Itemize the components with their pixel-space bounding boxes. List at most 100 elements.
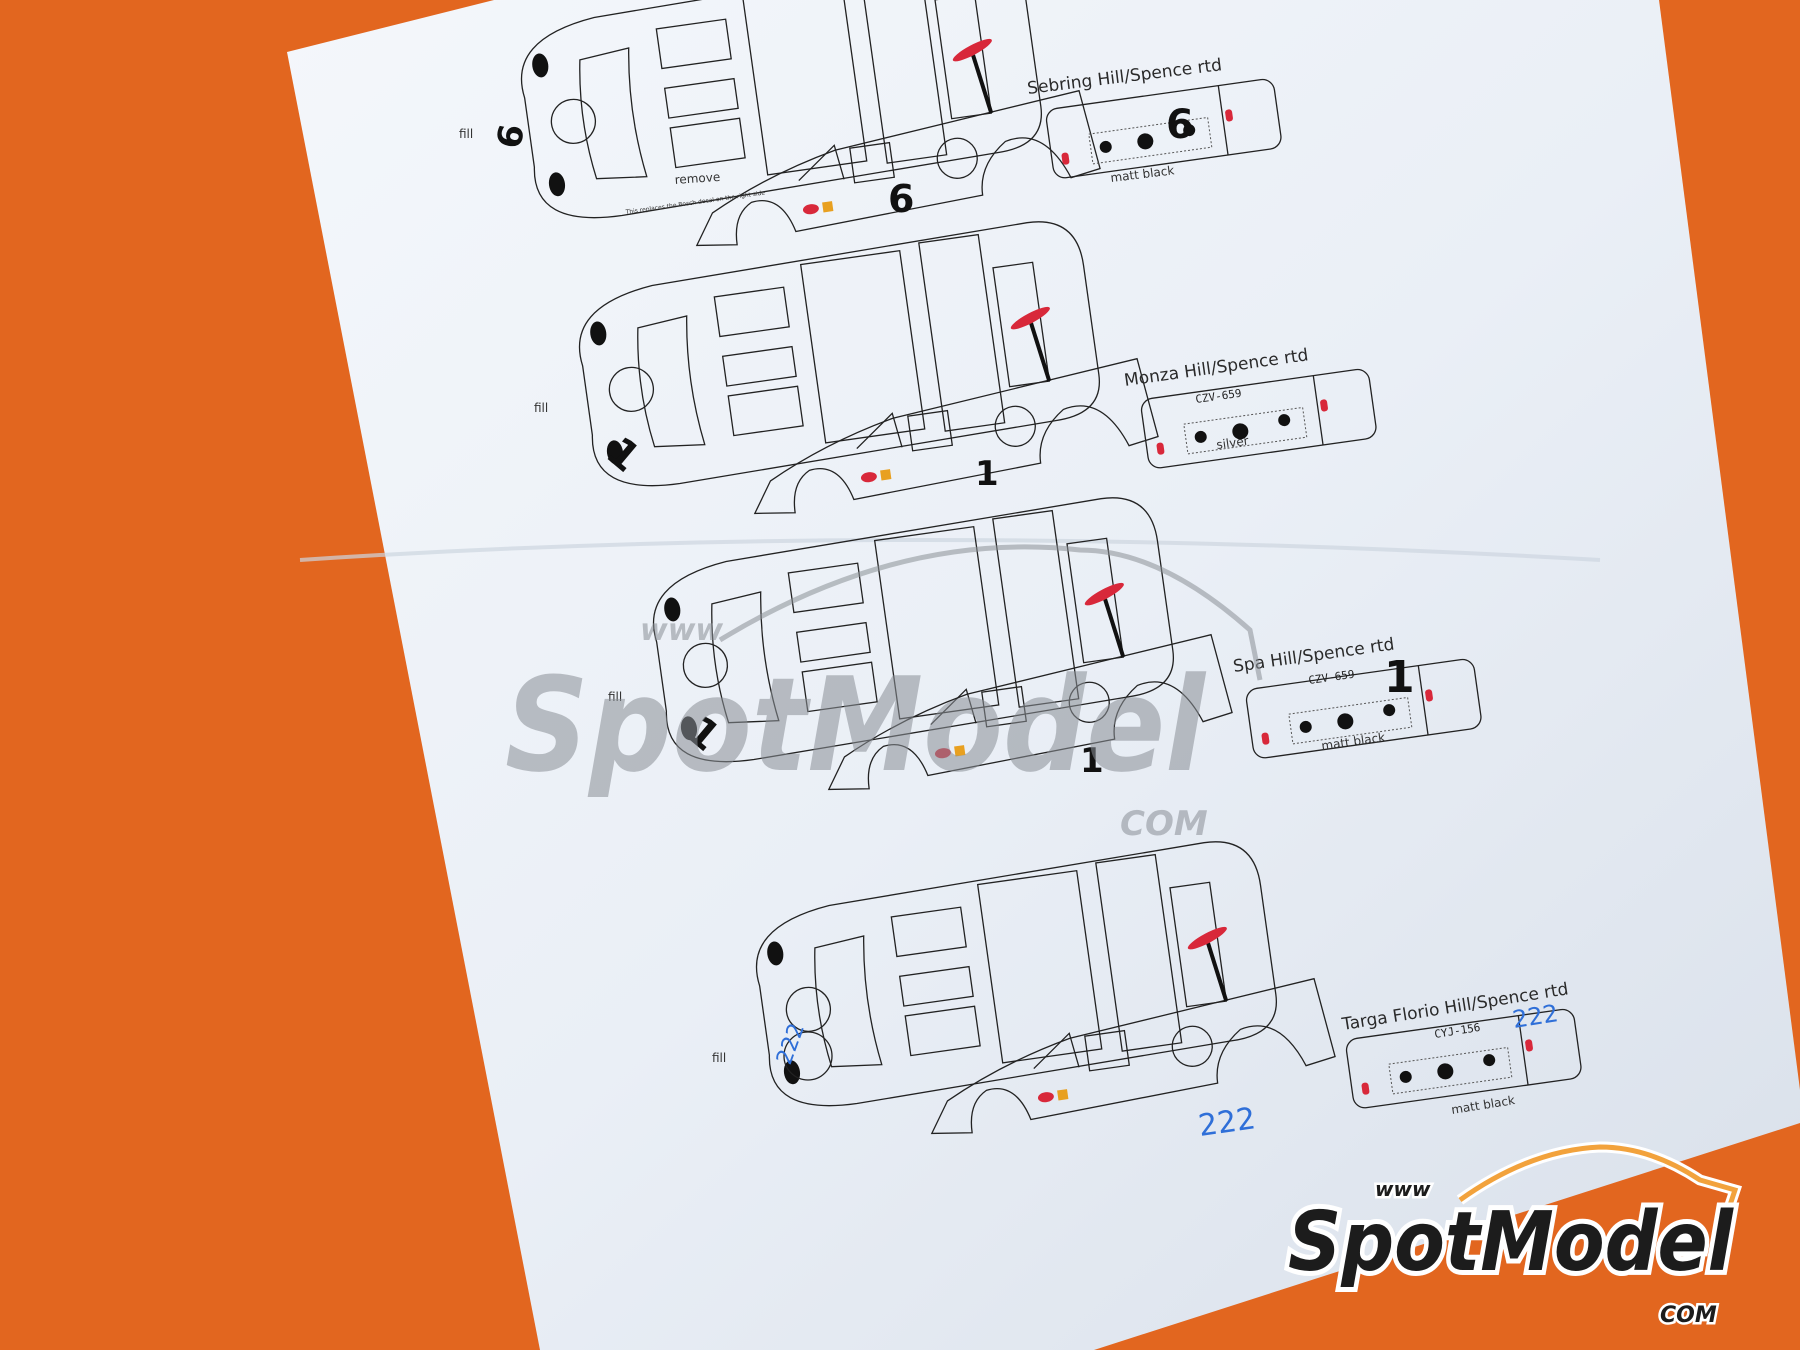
tail-light	[1425, 689, 1433, 702]
number-roundel	[783, 1031, 833, 1081]
wing-strut	[1029, 322, 1052, 382]
side-roundel	[936, 137, 978, 179]
panel-outline	[663, 77, 739, 119]
rear-light	[1299, 720, 1312, 733]
side-roundel	[994, 405, 1036, 447]
tail-light	[1261, 732, 1270, 745]
side-view-outline	[930, 977, 1336, 1135]
car-number-side: 222	[1196, 1101, 1258, 1144]
tail-light	[1320, 399, 1328, 412]
license-plate: CZV-659	[1308, 668, 1356, 687]
panel-outline	[799, 249, 926, 444]
plate-label: silver	[1215, 434, 1249, 452]
panel-outline	[713, 286, 790, 338]
rear-grille	[1288, 696, 1413, 745]
rear-grille	[1088, 116, 1213, 165]
remove-label: remove	[674, 170, 720, 187]
car-number-plate: 6	[1166, 102, 1194, 148]
side-roundel	[1171, 1025, 1213, 1067]
rear-light	[1483, 1054, 1496, 1067]
rear-outline	[1045, 78, 1282, 179]
watermark-prefix: www	[640, 613, 723, 648]
side-roundel	[1068, 681, 1110, 723]
rear-view	[1245, 658, 1482, 759]
top-view-outline	[520, 0, 1043, 219]
rear-light	[1232, 423, 1249, 440]
car-drawing	[652, 497, 1233, 791]
panel-outline	[721, 345, 797, 387]
number-roundel	[550, 98, 597, 145]
rear-outline	[1345, 1008, 1582, 1109]
tail-light	[1361, 1082, 1370, 1095]
wing	[1187, 926, 1227, 950]
car-number-side: 1	[975, 454, 999, 494]
panel-outline	[787, 562, 864, 614]
headlight	[548, 172, 566, 197]
side-hatch	[849, 141, 896, 184]
panel-outline	[727, 385, 804, 437]
fill-label: fill	[459, 127, 473, 141]
headlight	[532, 53, 549, 78]
number-roundel	[608, 366, 655, 413]
sponsor-decal	[1037, 1092, 1054, 1103]
rear-outline	[1140, 368, 1377, 469]
side-window	[856, 412, 903, 450]
panel-outline	[898, 965, 974, 1007]
top-view-outline	[578, 221, 1101, 487]
wing	[1084, 582, 1124, 606]
side-window	[1033, 1032, 1080, 1070]
panel-outline	[1095, 853, 1183, 1052]
panel-outline	[873, 525, 1000, 720]
rear-outline	[1245, 658, 1482, 759]
tail-light	[1061, 152, 1070, 165]
rear-light	[1383, 704, 1396, 717]
number-roundel	[785, 986, 832, 1033]
rear-light	[1137, 133, 1154, 150]
headlight	[606, 440, 624, 465]
tail-light	[1156, 442, 1165, 455]
side-window	[798, 144, 845, 182]
panel-outline	[801, 661, 878, 713]
panel-outline	[741, 0, 868, 176]
side-hatch	[981, 685, 1028, 728]
rear-divider	[1312, 375, 1324, 446]
wing	[1010, 306, 1050, 330]
fill-label: fill	[608, 690, 622, 704]
headlight	[767, 941, 784, 966]
side-view	[695, 38, 1101, 247]
tail-light	[1225, 109, 1233, 122]
rear-light	[1194, 430, 1207, 443]
headlight	[590, 321, 607, 346]
sponsor-decal	[802, 204, 819, 215]
side-hatch	[907, 409, 954, 452]
fill-label: fill	[534, 401, 548, 415]
panel-outline	[918, 233, 1006, 432]
tail-light	[1525, 1039, 1533, 1052]
car-number-side: 1	[1080, 741, 1104, 781]
watermark: SpotModel www COM	[505, 544, 1263, 844]
logo-text: SpotModel	[1288, 1195, 1735, 1290]
side-window	[930, 688, 977, 726]
headlight	[783, 1060, 801, 1085]
rear-grille	[1183, 406, 1308, 455]
logo-suffix: COM	[1660, 1303, 1717, 1328]
wing-strut	[971, 54, 994, 114]
car-drawing	[578, 221, 1159, 515]
car-number-side: 6	[888, 177, 914, 221]
side-view-outline	[827, 633, 1233, 791]
rear-light	[1099, 140, 1112, 153]
sponsor-decal	[860, 472, 877, 483]
sponsor-decal	[954, 745, 966, 757]
car-number-plate: 1	[1384, 652, 1415, 703]
watermark-text: SpotModel	[505, 649, 1207, 801]
sponsor-decal	[822, 201, 834, 213]
side-view-outline	[695, 89, 1101, 247]
rear-view	[1045, 78, 1282, 179]
panel-outline	[1066, 537, 1125, 664]
side-view	[827, 582, 1233, 791]
rear-light	[1437, 1063, 1454, 1080]
top-view-outline	[755, 841, 1278, 1107]
panel-outline	[655, 18, 732, 70]
panel-outline	[976, 869, 1103, 1064]
